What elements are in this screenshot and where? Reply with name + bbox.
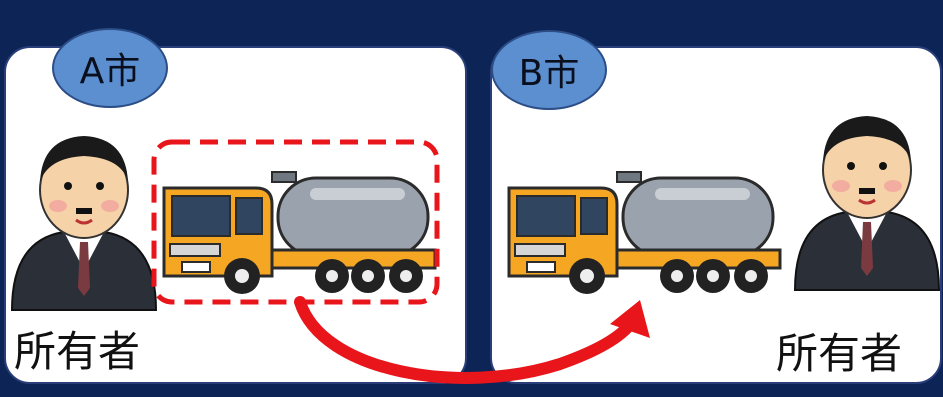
city-b-label: B市 bbox=[491, 30, 607, 110]
owner-b-label: 所有者 bbox=[776, 329, 903, 378]
city-a-label: A市 bbox=[52, 28, 168, 108]
owner-b-icon bbox=[793, 114, 941, 292]
truck-highlight-box bbox=[151, 139, 440, 305]
owner-a-label: 所有者 bbox=[14, 327, 141, 376]
truck-a-icon bbox=[162, 170, 437, 296]
transfer-arrow-icon bbox=[294, 296, 650, 384]
truck-b-icon bbox=[507, 170, 782, 296]
owner-a-icon bbox=[10, 134, 158, 312]
